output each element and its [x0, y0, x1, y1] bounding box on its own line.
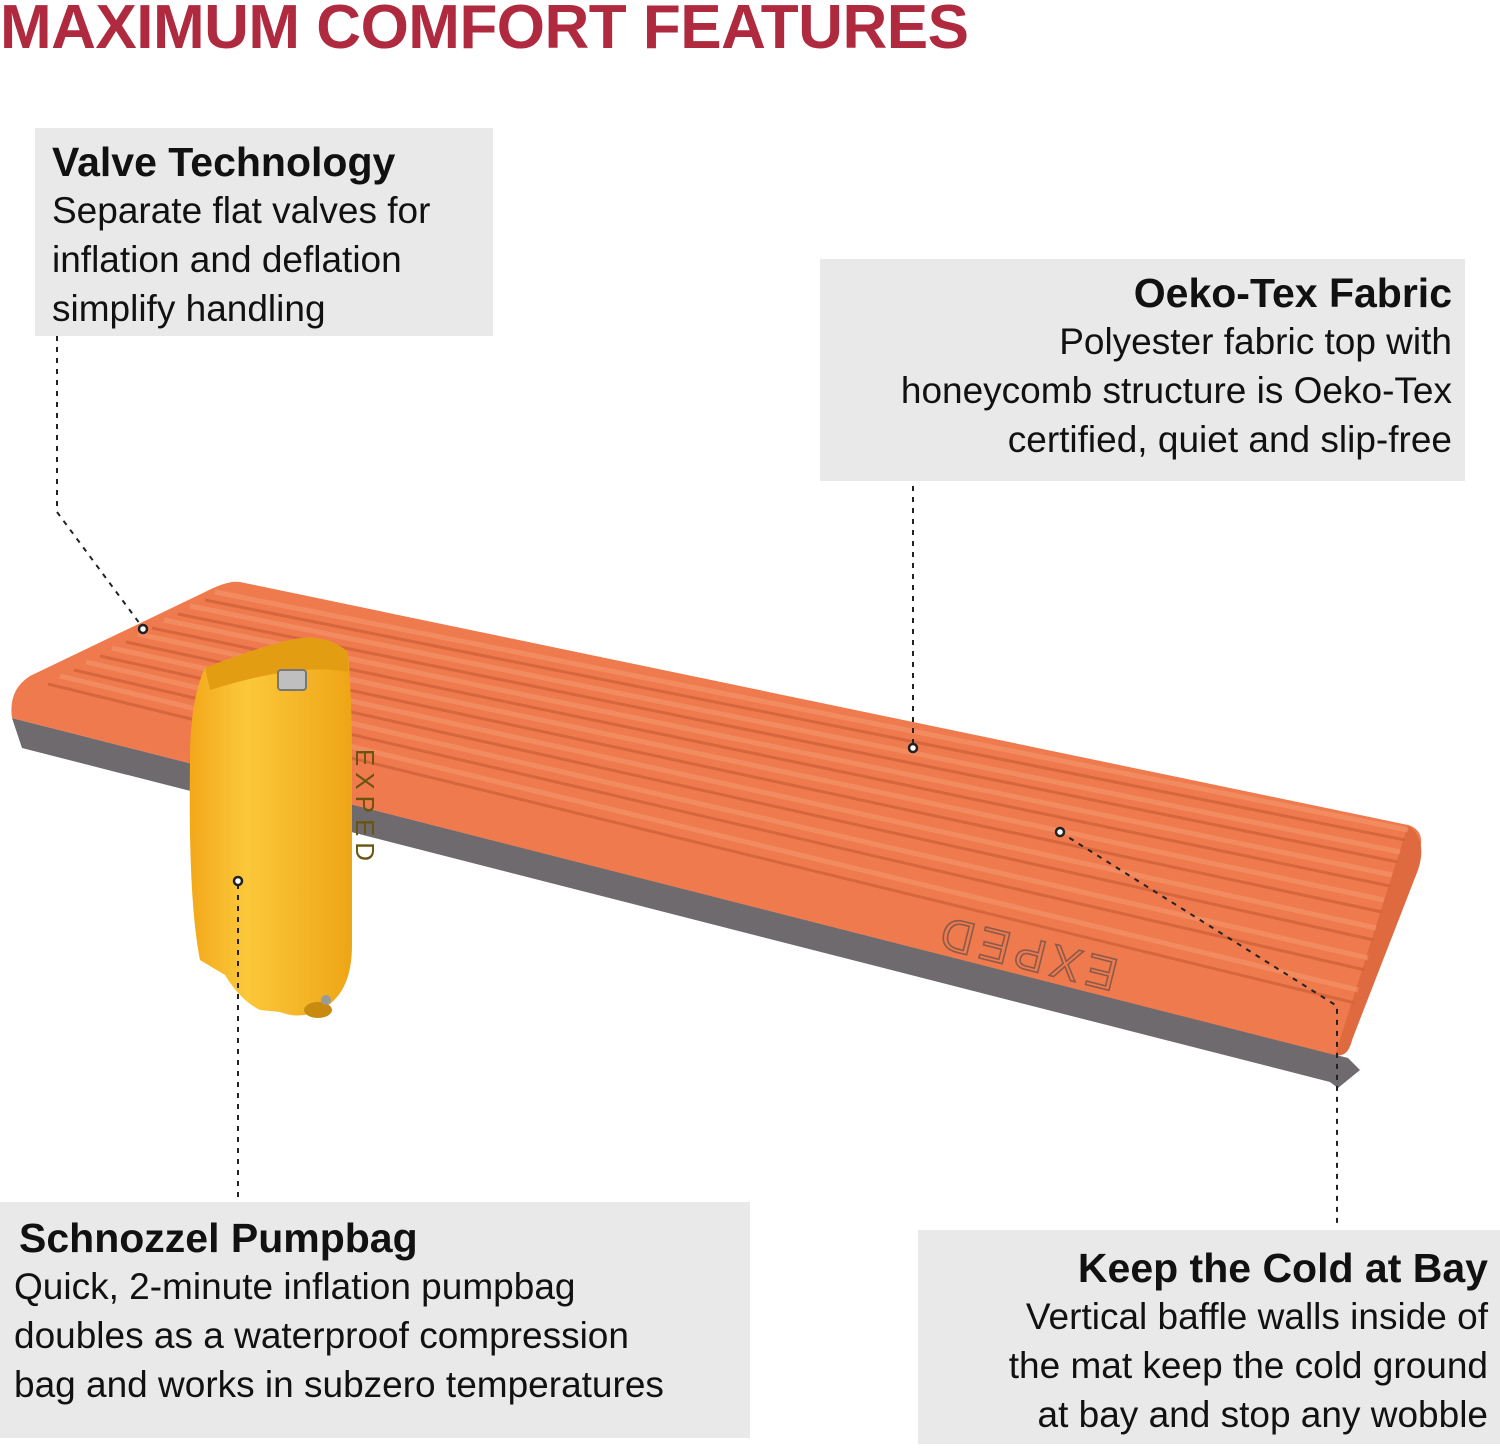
leader-dots: [137, 623, 1066, 887]
leader-valve: [56, 336, 144, 629]
pumpbag-buckle: [277, 669, 307, 691]
pumpbag-valve: [304, 1002, 332, 1018]
callout-line: the mat keep the cold ground: [1008, 1345, 1488, 1386]
callout-line: Vertical baffle walls inside of: [1025, 1296, 1488, 1337]
callout-line: inflation and deflation: [52, 239, 402, 280]
pumpbag-body: [189, 637, 352, 1016]
callout-line: Separate flat valves for: [52, 190, 431, 231]
callout-keep-cold-at-bay: Keep the Cold at Bay Vertical baffle wal…: [918, 1230, 1500, 1444]
callout-line: Quick, 2-minute inflation pumpbag: [14, 1266, 576, 1307]
callout-title: Schnozzel Pumpbag: [19, 1215, 418, 1261]
leader-cold: [1059, 831, 1338, 1226]
callout-line: doubles as a waterproof compression: [14, 1315, 629, 1356]
callout-line: at bay and stop any wobble: [1037, 1394, 1489, 1435]
callout-line: bag and works in subzero temperatures: [14, 1364, 664, 1405]
dot-valve: [137, 623, 149, 635]
dot-oeko: [907, 742, 919, 754]
page-headline: MAXIMUM COMFORT FEATURES: [0, 0, 969, 62]
callout-title: Keep the Cold at Bay: [1077, 1245, 1488, 1291]
callout-schnozzel-pumpbag: Schnozzel Pumpbag Quick, 2-minute inflat…: [0, 1202, 750, 1438]
dot-cold: [1054, 826, 1066, 838]
pumpbag: EXPED: [189, 637, 380, 1018]
pumpbag-logo: EXPED: [350, 749, 380, 867]
callout-title: Valve Technology: [52, 139, 396, 185]
callout-line: Polyester fabric top with: [1059, 321, 1452, 362]
callout-title: Oeko-Tex Fabric: [1133, 270, 1452, 316]
callout-line: honeycomb structure is Oeko-Tex: [900, 370, 1452, 411]
callout-valve-technology: Valve Technology Separate flat valves fo…: [35, 128, 493, 336]
callout-line: simplify handling: [52, 288, 326, 329]
callout-line: certified, quiet and slip-free: [1007, 419, 1452, 460]
callout-oeko-tex-fabric: Oeko-Tex Fabric Polyester fabric top wit…: [820, 259, 1465, 481]
mat-end: [1335, 825, 1422, 1056]
leader-lines: [56, 336, 1338, 1226]
dot-pump: [232, 875, 244, 887]
